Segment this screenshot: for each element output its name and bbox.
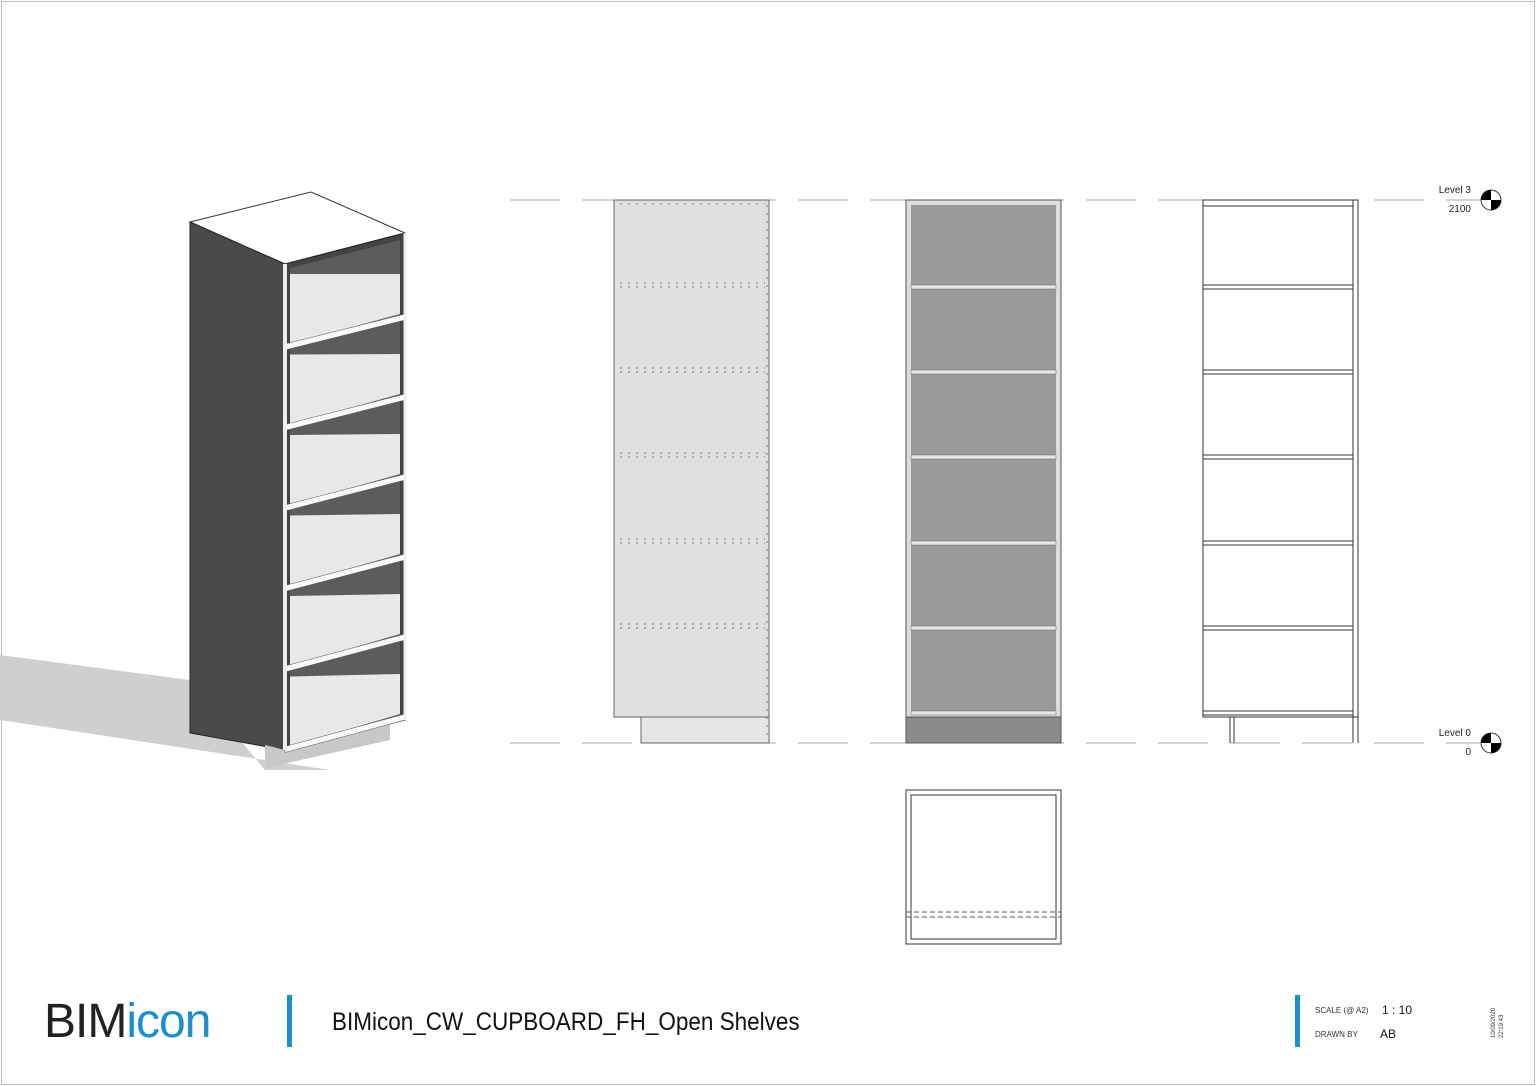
- section-elevation: [1202, 199, 1359, 743]
- divider: [287, 995, 292, 1047]
- logo: BIMicon: [44, 995, 211, 1048]
- divider: [1295, 995, 1300, 1047]
- level-3-name: Level 3: [1438, 185, 1471, 196]
- level-0-name: Level 0: [1438, 728, 1471, 739]
- shelf: [290, 514, 400, 586]
- drawn-by-label: DRAWN BY: [1315, 1030, 1358, 1039]
- plan-view: [905, 789, 1062, 945]
- shelf: [1202, 369, 1354, 375]
- shelf: [1202, 284, 1354, 290]
- shelf: [290, 594, 400, 666]
- shelf: [1202, 540, 1354, 546]
- scale-label: SCALE (@ A2): [1315, 1006, 1369, 1015]
- date-stamp: 10/09/2020 22:19:43: [1491, 1007, 1505, 1038]
- level-0-elevation: 0: [1465, 747, 1471, 758]
- isometric-view: [0, 191, 407, 770]
- drawn-by-value: AB: [1380, 1027, 1397, 1041]
- side-elevation: [613, 199, 770, 744]
- shelf: [1202, 710, 1354, 716]
- shelf: [290, 274, 400, 344]
- shelf: [290, 434, 400, 505]
- shelf: [910, 710, 1057, 716]
- drawing-title: BIMicon_CW_CUPBOARD_FH_Open Shelves: [332, 1008, 800, 1036]
- shelf: [910, 284, 1057, 290]
- shelf: [910, 540, 1057, 546]
- shelf: [290, 354, 400, 425]
- shelf: [910, 625, 1057, 631]
- front-elevation: [905, 199, 1062, 744]
- shelf: [910, 369, 1057, 375]
- level-head-icon: [1480, 189, 1502, 754]
- scale-value: 1 : 10: [1382, 1003, 1413, 1017]
- shelf: [910, 454, 1057, 460]
- level-3-elevation: 2100: [1448, 204, 1471, 215]
- shelf: [1202, 625, 1354, 631]
- shelf: [290, 674, 400, 747]
- shelf: [1202, 454, 1354, 460]
